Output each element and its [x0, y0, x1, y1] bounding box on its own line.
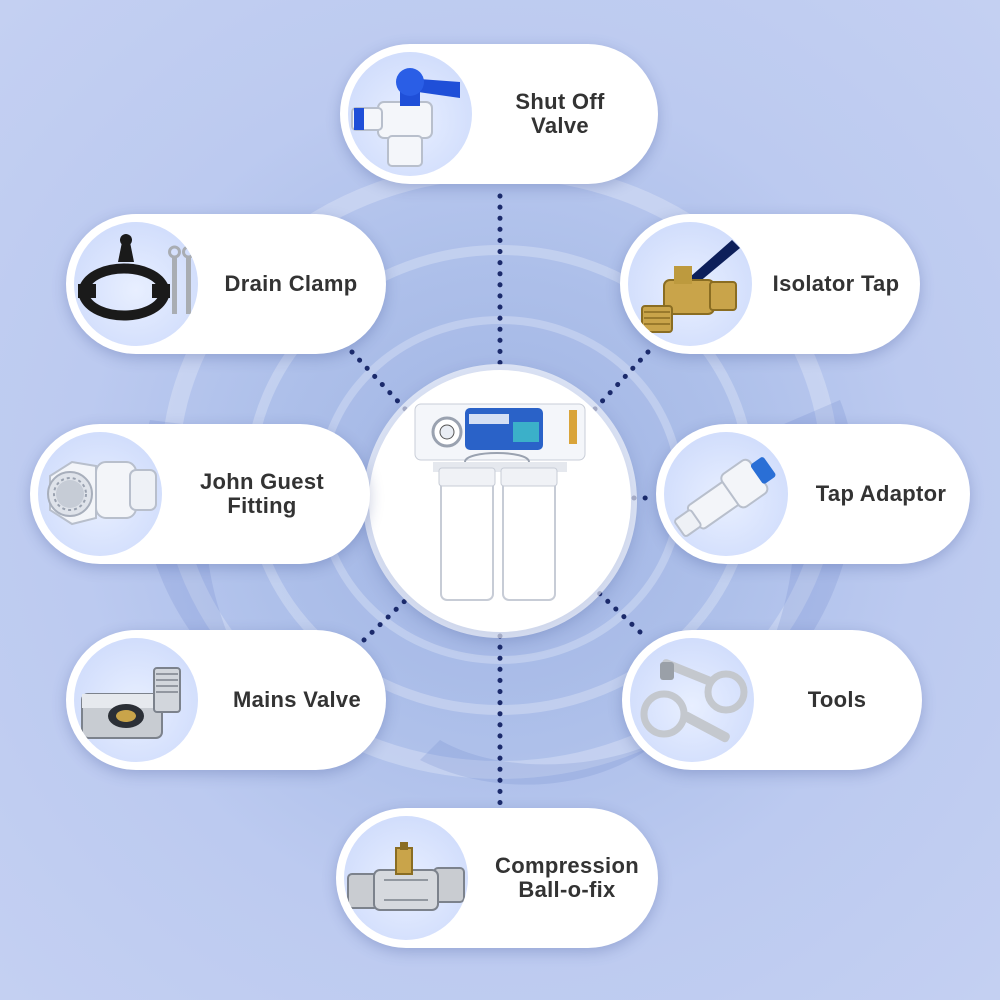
label-line: Mains Valve	[232, 687, 362, 712]
item-tools: Tools	[622, 630, 922, 770]
item-compression-ball-o-fix: Compression Ball-o-fix	[336, 808, 658, 948]
tap-adaptor-thumbnail	[664, 432, 788, 556]
shut-off-valve-icon	[351, 68, 460, 167]
label-line: Isolator Tap	[772, 271, 900, 296]
mains-valve-thumbnail	[74, 638, 198, 762]
label-line: Compression	[495, 853, 639, 878]
compression-ball-o-fix-thumbnail	[344, 816, 468, 940]
shut-off-valve-thumbnail	[348, 52, 472, 176]
label-line: Shut Off	[515, 89, 605, 114]
tools-thumbnail	[630, 638, 754, 762]
mains-valve-icon	[81, 667, 181, 739]
shut-off-valve-label: Shut Off Valve	[480, 44, 640, 184]
john-guest-fitting-label: John Guest Fitting	[170, 424, 354, 564]
item-isolator-tap: Isolator Tap	[620, 214, 920, 354]
label-line: Drain Clamp	[224, 271, 358, 296]
isolator-tap-thumbnail	[628, 222, 752, 346]
item-mains-valve: Mains Valve	[66, 630, 386, 770]
john-guest-fitting-thumbnail	[38, 432, 162, 556]
john-guest-fitting-icon	[47, 460, 157, 526]
item-tap-adaptor: Tap Adaptor	[656, 424, 970, 564]
isolator-tap-icon	[641, 240, 740, 333]
compression-ball-o-fix-icon	[347, 842, 465, 911]
drain-clamp-thumbnail	[74, 222, 198, 346]
drain-clamp-icon	[78, 234, 195, 321]
tap-adaptor-icon	[674, 457, 776, 537]
label-line: Tap Adaptor	[815, 481, 947, 506]
label-line: John Guest	[199, 469, 324, 494]
ro-filter-system-image	[369, 370, 631, 632]
tools-label: Tools	[762, 630, 912, 770]
item-john-guest-fitting: John Guest Fitting	[30, 424, 370, 564]
drain-clamp-label: Drain Clamp	[206, 214, 376, 354]
item-drain-clamp: Drain Clamp	[66, 214, 386, 354]
compression-ball-o-fix-label: Compression Ball-o-fix	[482, 808, 652, 948]
reverse-osmosis-filter-system-icon	[414, 403, 586, 601]
tap-adaptor-label: Tap Adaptor	[796, 424, 966, 564]
item-shut-off-valve: Shut Off Valve	[340, 44, 658, 184]
tools-wrench-icon	[640, 659, 748, 743]
label-line: Tools	[807, 687, 867, 712]
isolator-tap-label: Isolator Tap	[758, 214, 914, 354]
label-line: Valve	[531, 113, 589, 138]
label-line: Fitting	[227, 493, 297, 518]
mains-valve-label: Mains Valve	[212, 630, 382, 770]
label-line: Ball-o-fix	[518, 877, 616, 902]
